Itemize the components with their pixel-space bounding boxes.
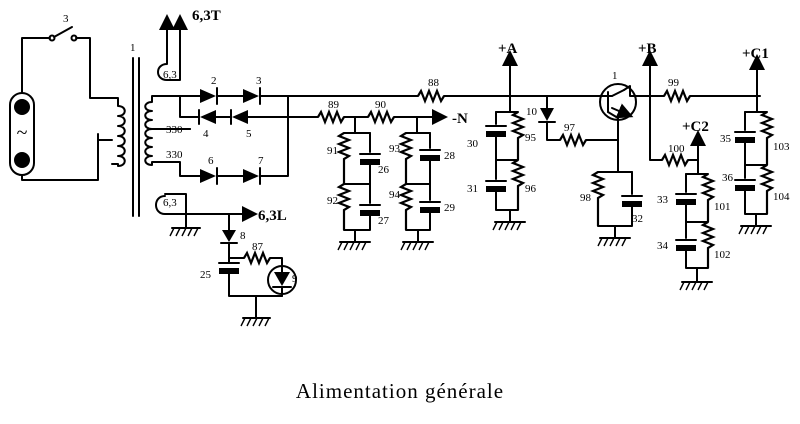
rail-label-6-3T: 6,3T (192, 8, 221, 24)
transistor-ref: 1 (612, 70, 618, 82)
rail-label-A: +A (498, 41, 518, 57)
cap-25-ref: 25 (200, 269, 212, 281)
resistor-92-ref: 92 (327, 195, 338, 207)
filter-block-C2: 33 101 34 102 (657, 159, 731, 291)
cap-28-ref: 28 (444, 150, 456, 162)
cap-36-ref: 36 (722, 172, 734, 184)
resistor-101-ref: 101 (714, 201, 731, 213)
rail-label-C2: +C2 (682, 119, 709, 135)
resistor-99-ref: 99 (668, 77, 680, 89)
diagram-title: Alimentation générale (296, 379, 504, 403)
cap-35-ref: 35 (720, 133, 732, 145)
cap-32-ref: 32 (632, 213, 643, 225)
diode-7-ref: 7 (258, 155, 264, 167)
rail-label-C1: +C1 (742, 46, 769, 62)
resistor-97-ref: 97 (564, 122, 576, 134)
led-9-ref: 9 (292, 273, 298, 285)
cap-27-ref: 27 (378, 215, 390, 227)
cap-31-ref: 31 (467, 183, 478, 195)
positive-rail: 88 +A (287, 41, 613, 104)
rail-label-N: -N (452, 111, 468, 127)
heater-output-6-3L: 6,3L (185, 206, 287, 224)
filter-block-A: 30 95 31 96 (467, 95, 537, 231)
power-switch: 3 (21, 13, 113, 99)
pilot-lamp-branch: 8 87 25 9 (200, 213, 298, 327)
winding-label-6-3-bottom: 6,3 (163, 197, 177, 209)
resistor-94-ref: 94 (389, 189, 401, 201)
cap-34-ref: 34 (657, 240, 669, 252)
rectifier-bridge: 2 3 4 5 6 7 (159, 75, 289, 185)
cap-29-ref: 29 (444, 202, 456, 214)
filter-block-1: 91 92 26 27 (327, 116, 390, 251)
mains-return-wire (21, 139, 113, 181)
diode-2-ref: 2 (211, 75, 217, 87)
rail-label-B: +B (638, 41, 657, 57)
switch-ref: 3 (63, 13, 69, 25)
cap-26-ref: 26 (378, 164, 390, 176)
resistor-103-ref: 103 (773, 141, 790, 153)
mains-symbol: ~ (17, 122, 28, 144)
negative-rail-branch: 89 90 -N (287, 99, 468, 127)
diode-10-ref: 10 (526, 106, 538, 118)
regulator-stage: 10 97 1 98 32 (526, 70, 651, 247)
mains-plug: ~ (9, 92, 35, 176)
heater-output-6-3T: 6,3T (159, 8, 221, 59)
resistor-93-ref: 93 (389, 143, 401, 155)
winding-label-330-a: 330 (166, 124, 183, 136)
winding-label-330-b: 330 (166, 149, 183, 161)
resistor-91-ref: 91 (327, 145, 338, 157)
resistor-87-ref: 87 (252, 241, 264, 253)
filter-block-C1: 35 103 36 104 (720, 95, 790, 235)
diode-4-ref: 4 (203, 128, 209, 140)
rail-label-6-3L: 6,3L (258, 208, 287, 224)
positive-rail-B: +B 99 +C1 100 +C2 (638, 41, 769, 168)
resistor-102-ref: 102 (714, 249, 731, 261)
resistor-90-ref: 90 (375, 99, 387, 111)
resistor-104-ref: 104 (773, 191, 790, 203)
diode-6-ref: 6 (208, 155, 214, 167)
winding-label-6-3-top: 6,3 (163, 69, 177, 81)
resistor-98-ref: 98 (580, 192, 592, 204)
resistor-96-ref: 96 (525, 183, 537, 195)
ground-transformer (169, 213, 201, 237)
resistor-100-ref: 100 (668, 143, 685, 155)
resistor-95-ref: 95 (525, 132, 537, 144)
cap-33-ref: 33 (657, 194, 669, 206)
resistor-88-ref: 88 (428, 77, 440, 89)
transformer: 1 330 330 6,3 6,3 (111, 42, 191, 217)
transformer-ref: 1 (130, 42, 136, 54)
diode-3-ref: 3 (256, 75, 262, 87)
filter-block-2: 93 94 28 29 (389, 116, 456, 251)
diode-5-ref: 5 (246, 128, 252, 140)
resistor-89-ref: 89 (328, 99, 340, 111)
cap-30-ref: 30 (467, 138, 479, 150)
diode-8-ref: 8 (240, 230, 246, 242)
